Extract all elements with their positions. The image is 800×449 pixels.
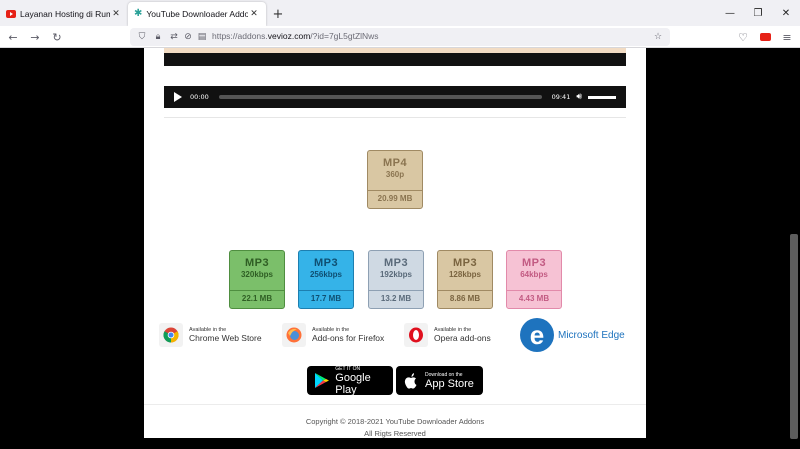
app-store-button[interactable]: Download on the App Store	[396, 366, 483, 395]
size-label: 20.99 MB	[368, 190, 422, 208]
format-label: MP3	[383, 257, 409, 269]
quality-label: 128kbps	[448, 270, 482, 279]
bookmark-star-icon[interactable]: ☆	[653, 32, 663, 42]
url-text[interactable]: https://addons.vevioz.com/?id=7gL5gtZlNw…	[212, 31, 379, 41]
download-mp3-256-button[interactable]: MP3 256kbps 17.7 MB	[298, 250, 354, 309]
close-icon[interactable]: ✕	[250, 9, 258, 19]
quality-label: 320kbps	[240, 270, 274, 279]
current-time: 00:00	[190, 93, 209, 101]
youtube-icon	[6, 10, 16, 18]
back-button[interactable]: ←	[8, 30, 18, 44]
store-small-label: Available in the	[312, 327, 350, 333]
video-thumbnail	[164, 48, 626, 53]
edge-label: Microsoft Edge	[558, 329, 625, 341]
format-label: MP3	[452, 257, 478, 269]
tab-title: YouTube Downloader Addons	[146, 9, 248, 19]
google-play-button[interactable]: GET IT ON Google Play	[307, 365, 393, 396]
puzzle-icon: ✱	[134, 8, 143, 19]
download-mp3-128-button[interactable]: MP3 128kbps 8.86 MB	[437, 250, 493, 309]
tab-strip: Layanan Hosting di Rumahweb ✕ ✱ YouTube …	[0, 0, 800, 26]
opera-addons-link[interactable]: Available in the Opera add-ons	[404, 322, 491, 348]
size-label: 22.1 MB	[230, 290, 284, 308]
navigation-bar: ← → ↻ ⛉ 🔒︎ ⇄ ⊘ ▤ https://addons.vevioz.c…	[0, 26, 800, 48]
chrome-web-store-link[interactable]: Available in the Chrome Web Store	[159, 322, 262, 348]
chrome-icon	[159, 323, 183, 347]
reload-button[interactable]: ↻	[52, 30, 62, 44]
minimize-button[interactable]: —	[725, 7, 735, 19]
volume-slider[interactable]	[588, 95, 616, 99]
firefox-addons-link[interactable]: Available in the Add-ons for Firefox	[282, 322, 384, 348]
size-label: 17.7 MB	[299, 290, 353, 308]
edge-icon: e	[520, 318, 554, 352]
autoplay-blocked-icon[interactable]: ⊘	[184, 32, 192, 42]
content-card: 00:00 09:41 🔊︎ MP4 360p 20.99 MB MP3 320…	[144, 48, 646, 438]
download-mp3-64-button[interactable]: MP3 64kbps 4.43 MB	[506, 250, 562, 309]
address-bar[interactable]: ⛉ 🔒︎ ⇄ ⊘ ▤ https://addons.vevioz.com/?id…	[130, 28, 670, 46]
volume-icon[interactable]: 🔊︎	[576, 92, 582, 102]
scrollbar-thumb[interactable]	[790, 234, 798, 439]
shield-icon[interactable]: ⛉	[138, 32, 146, 42]
store-big-label: Chrome Web Store	[189, 333, 262, 343]
reader-icon[interactable]: ▤	[197, 32, 207, 42]
lock-icon[interactable]: 🔒︎	[155, 32, 161, 42]
duration: 09:41	[551, 93, 571, 101]
rights-text: All Rigts Reserved	[364, 429, 426, 438]
quality-label: 360p	[385, 170, 405, 179]
download-mp3-192-button[interactable]: MP3 192kbps 13.2 MB	[368, 250, 424, 309]
app-small-label: GET IT ON	[335, 365, 361, 372]
tab-rumahweb[interactable]: Layanan Hosting di Rumahweb ✕	[0, 2, 128, 26]
store-small-label: Available in the	[189, 327, 227, 333]
format-label: MP3	[521, 257, 547, 269]
opera-icon	[404, 323, 428, 347]
tab-title: Layanan Hosting di Rumahweb	[20, 9, 110, 19]
restore-button[interactable]: ❐	[753, 7, 763, 19]
format-label: MP3	[313, 257, 339, 269]
google-play-icon	[312, 372, 331, 389]
store-big-label: Add-ons for Firefox	[312, 333, 385, 343]
audio-player: 00:00 09:41 🔊︎	[164, 86, 626, 108]
video-player[interactable]	[164, 48, 626, 66]
scrollbar[interactable]	[788, 48, 800, 449]
size-label: 13.2 MB	[369, 290, 423, 308]
quality-label: 256kbps	[309, 270, 343, 279]
apple-icon	[401, 372, 421, 389]
page-viewport: 00:00 09:41 🔊︎ MP4 360p 20.99 MB MP3 320…	[0, 48, 800, 449]
app-small-label: Download on the	[425, 371, 463, 378]
quality-label: 192kbps	[379, 270, 413, 279]
format-label: MP4	[382, 157, 408, 169]
play-icon[interactable]	[174, 92, 182, 102]
microsoft-edge-link[interactable]: e Microsoft Edge	[520, 318, 625, 352]
store-small-label: Available in the	[434, 327, 472, 333]
menu-icon[interactable]: ≡	[782, 30, 792, 44]
seek-bar[interactable]	[218, 95, 542, 99]
divider	[164, 117, 626, 118]
tab-youtube-downloader[interactable]: ✱ YouTube Downloader Addons ✕	[128, 2, 266, 26]
new-tab-button[interactable]: +	[272, 6, 284, 22]
quality-label: 64kbps	[520, 270, 548, 279]
pocket-icon[interactable]: ♡	[738, 30, 748, 44]
download-mp3-320-button[interactable]: MP3 320kbps 22.1 MB	[229, 250, 285, 309]
footer: Copyright © 2018-2021 YouTube Downloader…	[144, 416, 646, 440]
youtube-extension-icon[interactable]	[756, 28, 774, 46]
download-mp4-button[interactable]: MP4 360p 20.99 MB	[367, 150, 423, 209]
store-big-label: Opera add-ons	[434, 333, 491, 343]
size-label: 8.86 MB	[438, 290, 492, 308]
close-window-button[interactable]: ✕	[781, 7, 791, 19]
size-label: 4.43 MB	[507, 290, 561, 308]
forward-button[interactable]: →	[30, 30, 40, 44]
firefox-icon	[282, 323, 306, 347]
footer-divider	[144, 404, 646, 405]
app-big-label: App Store	[425, 377, 474, 390]
app-big-label: Google Play	[335, 371, 371, 396]
permissions-icon[interactable]: ⇄	[170, 32, 178, 42]
close-icon[interactable]: ✕	[112, 9, 120, 19]
format-label: MP3	[244, 257, 270, 269]
copyright-text: Copyright © 2018-2021 YouTube Downloader…	[305, 417, 485, 426]
